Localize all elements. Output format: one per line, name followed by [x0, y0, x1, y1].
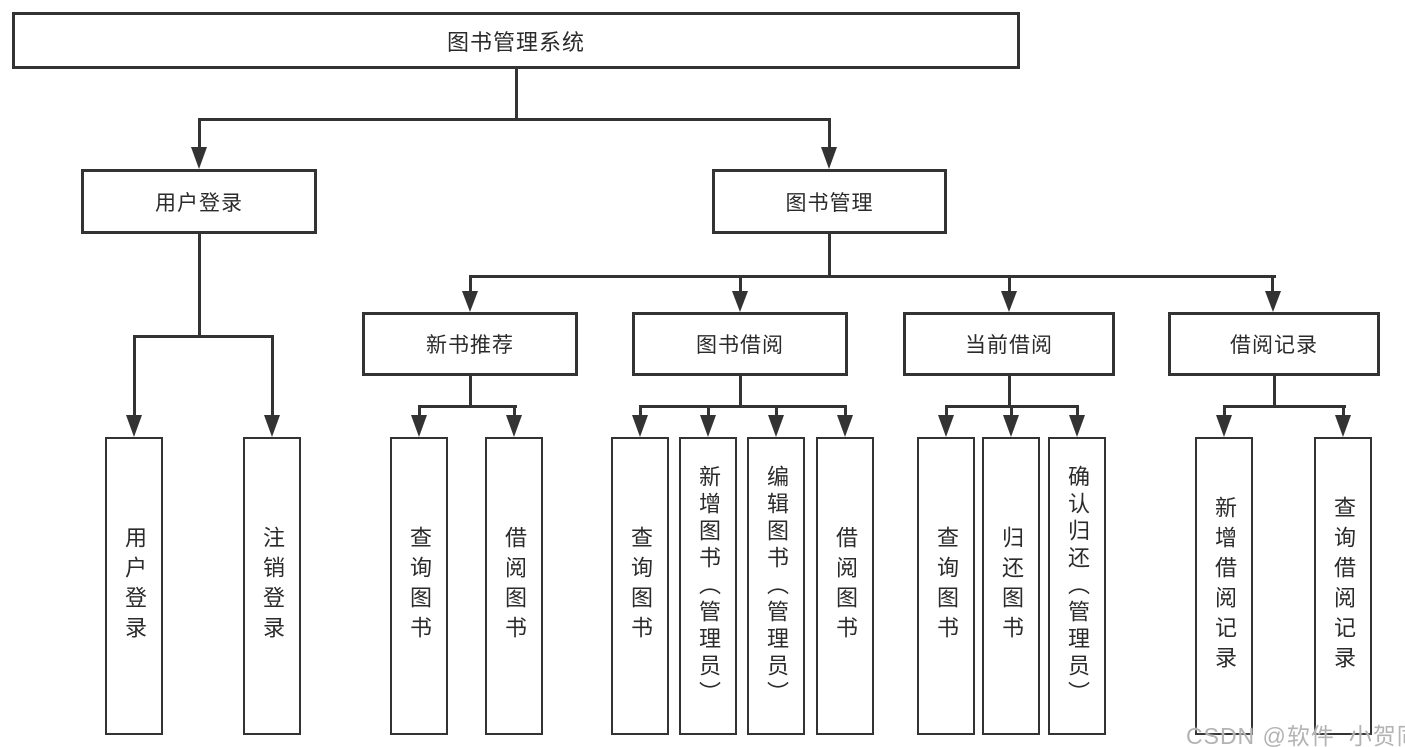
connector-line	[418, 408, 421, 415]
connector-line	[1273, 376, 1276, 405]
connector-line	[1010, 408, 1013, 415]
leaf-nb-query-book: 查询图书	[390, 437, 448, 735]
arrow-down-icon	[1335, 415, 1351, 437]
connector-line	[828, 234, 831, 275]
arrow-down-icon	[1069, 415, 1085, 437]
arrow-down-icon	[732, 291, 748, 312]
leaf-cb-return-book: 归还图书	[982, 437, 1040, 735]
node-book-borrow: 图书借阅	[632, 312, 848, 376]
arrow-down-icon	[632, 415, 648, 437]
csdn-watermark: CSDN @软件_小贺同学	[1186, 723, 1405, 747]
arrow-down-icon	[411, 415, 427, 437]
leaf-logout: 注销登录	[243, 437, 301, 735]
leaf-cb-confirm-return: 确认归还（管理员）	[1048, 437, 1106, 735]
connector-line	[1223, 405, 1346, 408]
arrow-down-icon	[462, 291, 478, 312]
connector-line	[828, 121, 831, 147]
connector-line	[1076, 408, 1079, 415]
node-new-book-recommend: 新书推荐	[362, 312, 578, 376]
connector-line	[1223, 408, 1226, 415]
arrow-down-icon	[837, 415, 853, 437]
leaf-bb-borrow-book: 借阅图书	[816, 437, 874, 735]
node-user-login-branch: 用户登录	[81, 169, 317, 234]
leaf-bb-add-book: 新增图书（管理员）	[679, 437, 737, 735]
connector-line	[739, 278, 742, 291]
arrow-down-icon	[506, 415, 522, 437]
arrow-down-icon	[1003, 415, 1019, 437]
connector-line	[513, 408, 516, 415]
connector-line	[469, 376, 472, 405]
connector-line	[515, 69, 518, 118]
node-book-management-branch: 图书管理	[712, 169, 947, 234]
connector-line	[198, 234, 201, 335]
arrow-down-icon	[191, 147, 207, 169]
connector-line	[198, 121, 201, 147]
node-current-borrow: 当前借阅	[903, 312, 1115, 376]
connector-line	[198, 118, 831, 121]
arrow-down-icon	[700, 415, 716, 437]
leaf-br-add-record: 新增借阅记录	[1195, 437, 1253, 735]
arrow-down-icon	[821, 147, 837, 169]
connector-line	[945, 405, 1079, 408]
connector-line	[271, 338, 274, 415]
leaf-cb-query-book: 查询图书	[917, 437, 975, 735]
connector-line	[1008, 376, 1011, 405]
arrow-down-icon	[1265, 291, 1281, 312]
arrow-down-icon	[768, 415, 784, 437]
leaf-user-login: 用户登录	[105, 437, 163, 735]
connector-line	[1008, 278, 1011, 291]
connector-line	[133, 338, 136, 415]
connector-line	[133, 335, 274, 338]
arrow-down-icon	[264, 415, 280, 437]
connector-line	[844, 408, 847, 415]
connector-line	[707, 408, 710, 415]
connector-line	[418, 405, 517, 408]
connector-line	[639, 405, 847, 408]
connector-line	[1342, 408, 1345, 415]
connector-line	[739, 376, 742, 405]
arrow-down-icon	[1001, 291, 1017, 312]
connector-line	[639, 408, 642, 415]
leaf-bb-query-book: 查询图书	[611, 437, 669, 735]
leaf-bb-edit-book: 编辑图书（管理员）	[747, 437, 805, 735]
connector-line	[945, 408, 948, 415]
node-borrow-record: 借阅记录	[1168, 312, 1380, 376]
connector-line	[1271, 278, 1274, 291]
leaf-br-query-record: 查询借阅记录	[1314, 437, 1372, 735]
connector-line	[469, 275, 1276, 278]
connector-line	[775, 408, 778, 415]
leaf-nb-borrow-book: 借阅图书	[485, 437, 543, 735]
connector-line	[469, 278, 472, 291]
arrow-down-icon	[938, 415, 954, 437]
arrow-down-icon	[1216, 415, 1232, 437]
arrow-down-icon	[126, 415, 142, 437]
node-root: 图书管理系统	[12, 12, 1020, 69]
